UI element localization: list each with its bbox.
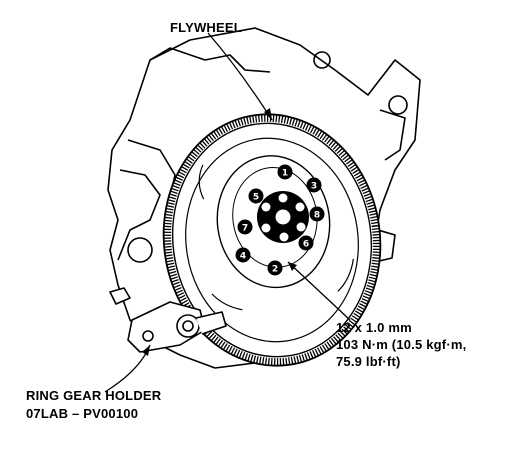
bolt-5: 5 bbox=[248, 188, 264, 204]
bolt-8: 8 bbox=[309, 206, 325, 222]
bolt-3: 3 bbox=[306, 177, 322, 193]
bolt-1: 1 bbox=[277, 164, 293, 180]
bolt-6-label: 6 bbox=[303, 240, 309, 250]
flywheel-label: FLYWHEEL bbox=[170, 20, 242, 35]
bolt-5-label: 5 bbox=[253, 193, 259, 203]
bolt-4-label: 4 bbox=[240, 252, 246, 262]
bolt-8-label: 8 bbox=[314, 211, 320, 221]
bolt-2: 2 bbox=[267, 260, 283, 276]
engine-block-boss-right bbox=[374, 229, 396, 263]
ring-gear-holder-tool bbox=[109, 287, 227, 353]
engine-boss-right bbox=[388, 95, 408, 115]
engine-boss-top bbox=[313, 51, 331, 69]
bolt-1-label: 1 bbox=[282, 169, 288, 179]
tool-number-label: 07LAB – PV00100 bbox=[26, 406, 139, 421]
flywheel-hub-ring bbox=[216, 155, 331, 289]
bolt-7: 7 bbox=[237, 219, 253, 235]
bolt-4: 4 bbox=[235, 247, 251, 263]
arrowhead-tool bbox=[142, 345, 150, 356]
bolt-7-label: 7 bbox=[242, 224, 248, 234]
flywheel-face-ring bbox=[185, 137, 359, 343]
leader-flywheel bbox=[207, 32, 273, 121]
bolt-2-label: 2 bbox=[272, 265, 278, 275]
torque-spec-line1: 103 N·m (10.5 kgf·m, bbox=[336, 337, 467, 352]
engine-block-detail-right bbox=[379, 109, 406, 161]
arrowhead-torque bbox=[288, 262, 297, 271]
bolt-size-label: 12 x 1.0 mm bbox=[336, 320, 412, 335]
crank-hub bbox=[257, 191, 309, 243]
bolt-6: 6 bbox=[298, 235, 314, 251]
ring-gear-teeth bbox=[164, 114, 380, 366]
tool-name-label: RING GEAR HOLDER bbox=[26, 388, 162, 403]
flywheel-window-1 bbox=[198, 164, 205, 200]
engine-boss-left bbox=[127, 237, 153, 263]
arrowhead-flywheel bbox=[264, 108, 272, 120]
flywheel-window-3 bbox=[211, 293, 243, 311]
engine-block-detail-left bbox=[117, 169, 161, 261]
torque-spec-line2: 75.9 lbf·ft) bbox=[336, 354, 401, 369]
bolt-3-label: 3 bbox=[311, 182, 317, 192]
leader-torque bbox=[287, 261, 351, 321]
engine-block-detail-top bbox=[149, 47, 271, 73]
flywheel-window-2 bbox=[337, 258, 355, 292]
